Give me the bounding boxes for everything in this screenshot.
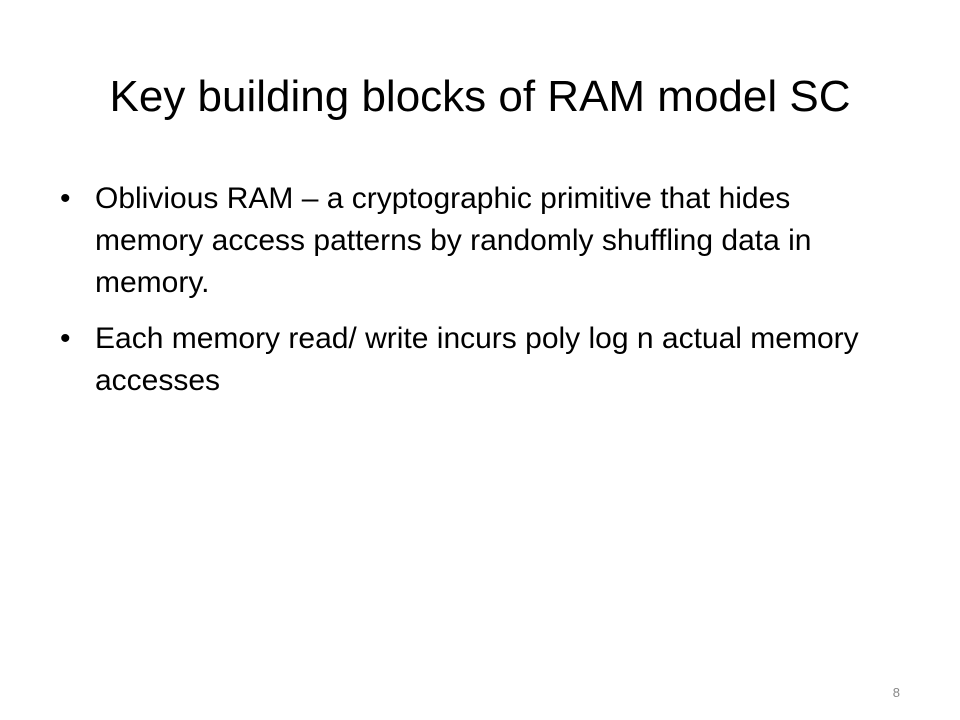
slide-title: Key building blocks of RAM model SC — [109, 72, 851, 121]
slide-number: 8 — [892, 685, 900, 700]
bullet-item-memory-access-cost: • Each memory read/ write incurs poly lo… — [60, 318, 880, 402]
bullet-text: Oblivious RAM – a cryptographic primitiv… — [95, 182, 812, 299]
bullet-marker: • — [60, 322, 71, 355]
bullet-item-oblivious-ram: • Oblivious RAM – a cryptographic primit… — [60, 178, 880, 304]
bullet-marker: • — [60, 182, 71, 215]
bullet-list: • Oblivious RAM – a cryptographic primit… — [60, 178, 880, 416]
bullet-text: Each memory read/ write incurs poly log … — [95, 322, 859, 397]
